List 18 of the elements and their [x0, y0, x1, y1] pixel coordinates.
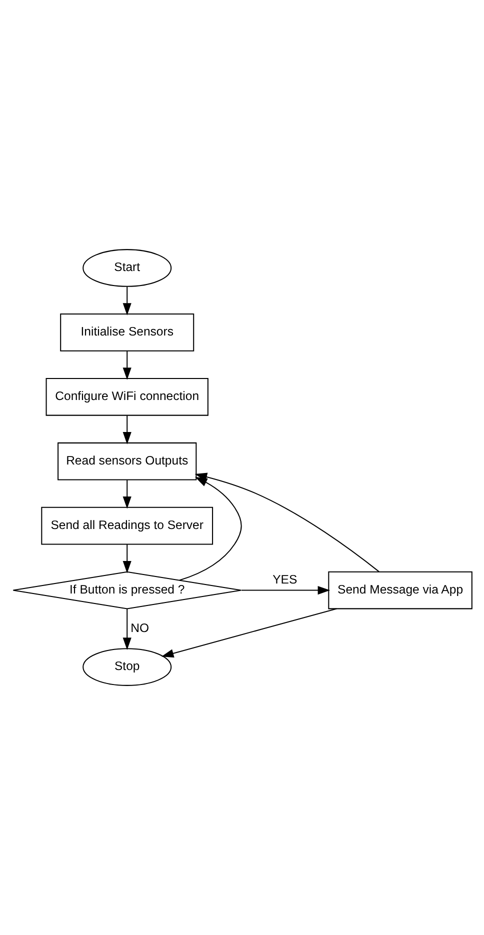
- arrow: [122, 544, 131, 574]
- arrow: [240, 586, 330, 595]
- arrow: [122, 286, 131, 316]
- node-box: Send all Readings to Server: [40, 506, 213, 545]
- node-box: Read sensors Outputs: [57, 442, 196, 480]
- node-diamond: If Button is pressed ?: [12, 571, 242, 610]
- edge-label: YES: [272, 572, 297, 587]
- arrow: [122, 609, 131, 650]
- node-box: Send Message via App: [328, 571, 472, 610]
- arrow: [122, 480, 131, 509]
- node-ellipse: Stop: [82, 648, 172, 686]
- arrow: [160, 608, 336, 658]
- arrow: [122, 351, 131, 380]
- node-ellipse: Start: [82, 249, 172, 287]
- node-box: Configure WiFi connection: [45, 378, 208, 416]
- edge-label: NO: [130, 620, 149, 635]
- node-box: Initialise Sensors: [60, 314, 194, 352]
- arrow: [122, 416, 131, 444]
